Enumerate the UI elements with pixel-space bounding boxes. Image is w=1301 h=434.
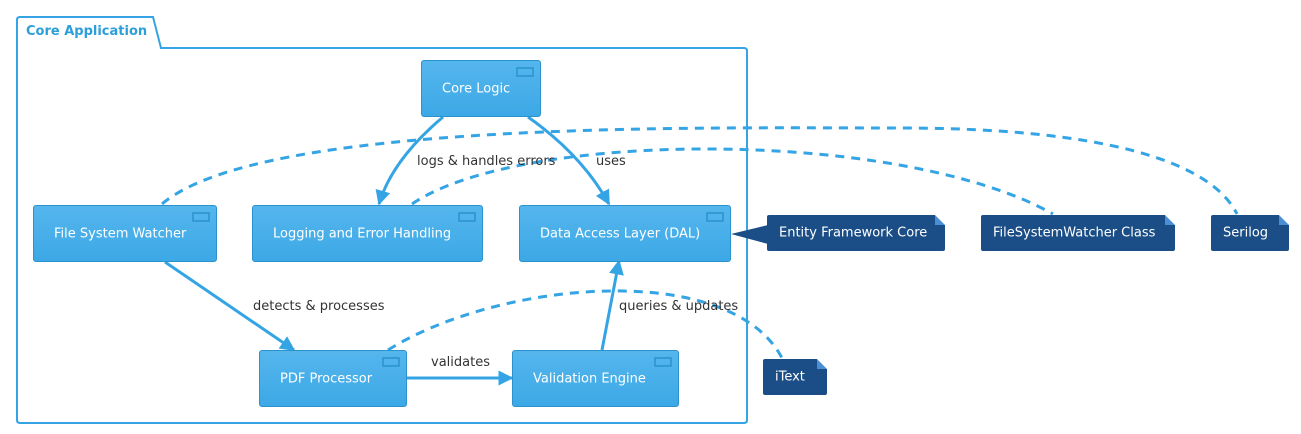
link-serilog: [161, 126, 1239, 215]
note-filesystemwatcher-class[interactable]: FileSystemWatcher Class: [981, 215, 1175, 251]
edge-label-queries: queries & updates: [619, 299, 739, 314]
edge-core-to-logging: [375, 115, 444, 206]
edge-label-uses: uses: [596, 154, 626, 169]
component-label: File System Watcher: [54, 226, 187, 241]
edge-label-validates: validates: [431, 355, 490, 370]
edge-label-detects: detects & processes: [253, 299, 385, 314]
edge-validation-to-dal: [600, 259, 624, 351]
note-label: FileSystemWatcher Class: [993, 225, 1156, 241]
link-itext: [387, 289, 784, 359]
note-label: Entity Framework Core: [779, 225, 928, 241]
edge-label-logs: logs & handles errors: [417, 154, 556, 169]
note-entity-framework-core[interactable]: Entity Framework Core: [767, 215, 945, 251]
note-fold-icon: [935, 215, 945, 225]
edge-core-to-dal: [527, 115, 611, 206]
component-icon: [516, 67, 534, 77]
package-tab: Core Application: [17, 16, 161, 48]
note-itext[interactable]: iText: [763, 359, 827, 395]
package-title: Core Application: [26, 24, 148, 39]
component-label: Logging and Error Handling: [273, 226, 452, 241]
component-core-logic[interactable]: Core Logic: [421, 60, 541, 117]
component-pdf-processor[interactable]: PDF Processor: [259, 350, 407, 407]
component-icon: [654, 357, 672, 367]
link-filesystemwatcher: [411, 147, 1054, 216]
note-fold-icon: [817, 359, 827, 369]
component-data-access-layer[interactable]: Data Access Layer (DAL): [519, 205, 731, 262]
note-fold-icon: [1279, 215, 1289, 225]
edge-watcher-to-pdf: [164, 260, 296, 352]
note-serilog[interactable]: Serilog: [1211, 215, 1289, 251]
component-validation-engine[interactable]: Validation Engine: [512, 350, 679, 407]
component-icon: [382, 357, 400, 367]
component-file-system-watcher[interactable]: File System Watcher: [33, 205, 217, 262]
component-label: Core Logic: [442, 81, 511, 96]
note-label: iText: [775, 369, 805, 385]
component-label: Data Access Layer (DAL): [540, 226, 701, 241]
note-pointer-entity-framework: [731, 225, 768, 244]
note-fold-icon: [1165, 215, 1175, 225]
component-icon: [458, 212, 476, 222]
component-icon: [706, 212, 724, 222]
component-label: Validation Engine: [533, 371, 646, 386]
component-label: PDF Processor: [280, 371, 373, 386]
note-label: Serilog: [1223, 225, 1269, 241]
component-logging-error-handling[interactable]: Logging and Error Handling: [252, 205, 483, 262]
component-icon: [192, 212, 210, 222]
